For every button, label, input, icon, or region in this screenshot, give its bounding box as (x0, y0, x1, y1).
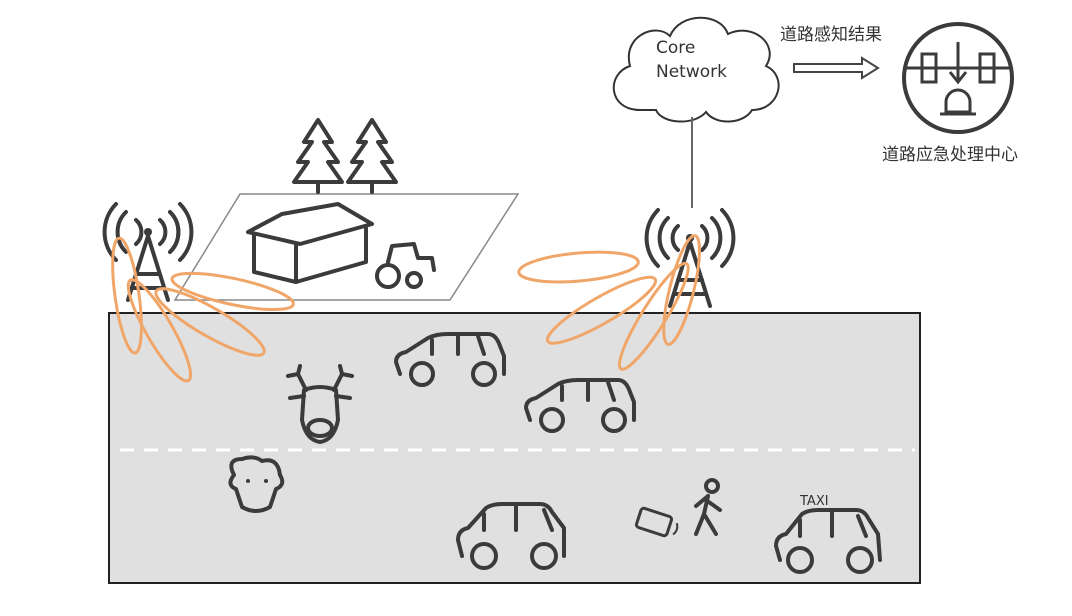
field-area (173, 193, 520, 301)
car-icon (456, 502, 566, 570)
car-icon (524, 378, 636, 433)
cloud-label-line2: Network (656, 62, 727, 82)
radar-beams-left (111, 236, 295, 383)
taxi-sign: TAXI (799, 494, 829, 509)
taxi-icon (774, 508, 882, 574)
cloud-label-line1: Core (656, 38, 695, 58)
radar-beams-right (517, 234, 701, 371)
road (108, 312, 921, 584)
sheep-icon (228, 455, 285, 513)
emergency-center-label: 道路应急处理中心 (882, 145, 1018, 165)
tree-icon (292, 118, 344, 194)
car-icon (394, 332, 506, 387)
pedestrian-icon (694, 478, 722, 536)
emergency-center-icon (902, 22, 1014, 134)
deer-icon (286, 364, 354, 444)
phone-icon (634, 506, 679, 538)
core-network-cloud: Core Network (612, 16, 780, 123)
arrow-right-icon (793, 56, 880, 80)
cell-tower-right-icon (644, 208, 736, 308)
tree-icon (346, 118, 398, 194)
road-sensing-result-label: 道路感知结果 (780, 25, 882, 45)
house-icon (246, 202, 374, 284)
tractor-icon (375, 242, 436, 289)
